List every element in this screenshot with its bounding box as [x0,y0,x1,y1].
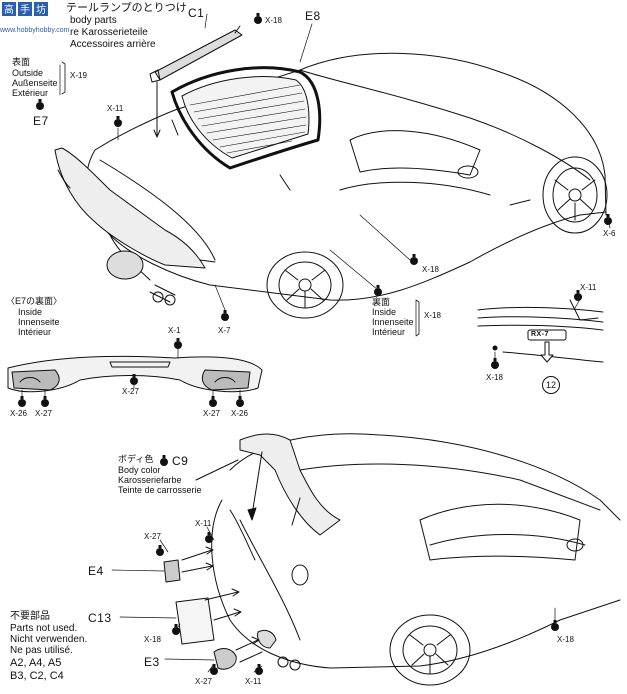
paint-code-label: X-18 [422,265,439,274]
inside-de: Innenseite [372,317,414,327]
paint-code-label: X-11 [245,677,262,686]
paint-drop-icon [551,620,559,631]
paint-drop-icon [205,532,213,543]
paint-drop-icon [156,545,164,556]
paint-code-label: X-1 [168,326,181,335]
paint-drop-icon [18,396,26,407]
c9-wing [239,433,341,536]
leader-lines-top [59,13,611,336]
paint-drop-icon [210,664,218,675]
outside-fr: Extérieur [12,88,49,98]
e8-rear-window [170,66,322,170]
header-line-ja: テールランプのとりつけ [66,2,187,14]
part-label-e7: E7 [33,114,49,128]
paint-code-label: X-26 [231,409,248,418]
e4-part [163,559,181,583]
paint-drop-icon [255,664,263,675]
paint-code-label: X-11 [580,283,597,292]
not-used-list-1: A2, A4, A5 [10,657,62,669]
paint-drop-icon [130,374,138,385]
assembly-arrows-bottom [181,459,263,663]
e7-back-title: 〈E7の裏面〉 [6,296,63,306]
svg-text:手: 手 [20,3,30,16]
part-label-c1: C1 [188,6,205,20]
paint-drop-icon [491,358,499,369]
paint-code-label: X-18 [486,373,503,382]
part-label-c9: C9 [172,454,189,468]
paint-drop-icon [114,116,122,127]
paint-drop-icon [410,254,418,265]
outside-de: Außenseite [12,78,58,88]
paint-code-label: X-7 [218,326,231,335]
paint-code-label: X-26 [10,409,27,418]
paint-drop-icon [172,624,180,635]
e3-part [213,629,277,670]
body-color-ja: ボディ色 [118,454,154,464]
header-line-fr: Accessoires arrière [70,39,156,50]
paint-drop-icon [604,214,612,225]
not-used-ja: 不要部品 [10,611,50,622]
text-brackets [61,61,420,337]
bottom-car-drawing [211,433,621,686]
e7-back-en: Inside [18,307,43,317]
inside-fr: Intérieur [372,327,406,337]
paint-drop-icon [374,285,382,296]
paint-drop-icon [236,396,244,407]
svg-text:高: 高 [4,3,14,16]
watermark-logo: 高 手 坊 [0,0,60,30]
not-used-en: Parts not used. [10,623,78,634]
paint-drop-icon [174,338,182,349]
not-used-list-2: B3, C2, C4 [10,670,64,682]
paint-drop-icon [209,396,217,407]
paint-code-label: X-11 [195,519,212,528]
watermark-url: www.hobbyhobby.com [0,27,70,34]
paint-code-label: X-27 [144,532,161,541]
header-line-de: re Karosserieteile [70,27,148,38]
outside-ja: 表面 [12,57,31,67]
c1-spoiler [149,29,243,83]
paint-drop-icon [574,290,582,301]
outside-paint-code: X-19 [70,71,87,80]
c13-part [175,597,215,645]
inside-ja: 裏面 [372,297,391,307]
paint-code-label: X-18 [557,635,574,644]
e7-back-fr: Intérieur [18,327,52,337]
paint-code-label: X-27 [122,387,139,396]
not-used-de: Nicht verwenden. [10,634,88,645]
body-color-fr: Teinte de carrosserie [118,485,202,495]
paint-code-label: X-6 [603,229,616,238]
part-label-e3: E3 [144,655,160,669]
part-label-e8: E8 [305,9,321,23]
outside-en: Outside [12,68,44,78]
part-label-c13: C13 [88,611,112,625]
top-car-drawing [86,52,608,319]
body-color-en: Body color [118,465,161,475]
paint-drop-icon [254,13,262,24]
step-number-badge: 12 [542,376,560,394]
assembly-arrows-top [153,25,291,263]
rx7-badge-text: RX-7 [531,331,549,338]
paint-code-label: X-27 [195,677,212,686]
e7-tail-panel [54,147,206,269]
paint-drop-icon [160,455,168,466]
body-color-de: Karosseriefarbe [118,475,182,485]
inside-en: Inside [372,307,397,317]
badge-inset [477,299,604,363]
paint-code-label: X-27 [203,409,220,418]
paint-code-label: X-11 [107,104,124,113]
part-label-e4: E4 [88,564,104,578]
paint-code-label: X-18 [144,635,161,644]
paint-code-label: X-18 [265,16,282,25]
not-used-fr: Ne pas utilisé. [10,645,73,656]
paint-drop-icon [41,396,49,407]
svg-text:坊: 坊 [36,3,46,16]
inside-paint-code: X-18 [424,311,441,320]
header-line-en: body parts [70,15,117,26]
e7-back-de: Innenseite [18,317,60,327]
paint-drop-icon [221,310,229,321]
paint-code-label: X-27 [35,409,52,418]
paint-drop-icon [36,99,44,110]
